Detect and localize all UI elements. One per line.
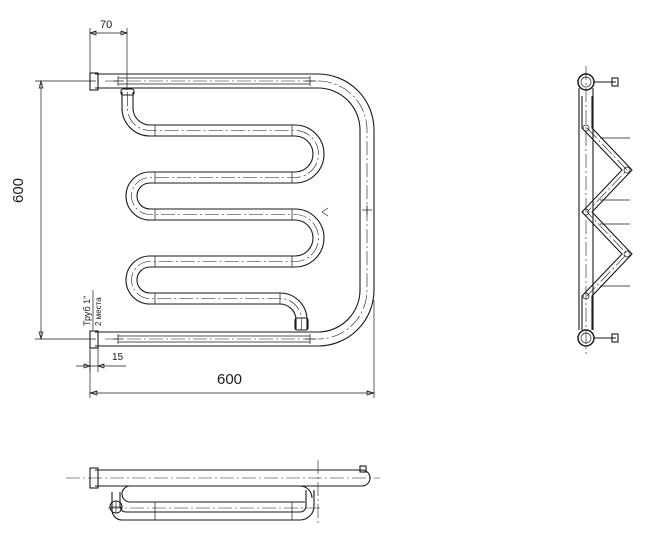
dimension-600-horizontal: 600 bbox=[88, 300, 376, 398]
dim-70-label: 70 bbox=[100, 19, 112, 31]
dimension-70: 70 bbox=[88, 19, 129, 90]
dim-15-label: 15 bbox=[112, 352, 124, 363]
dim-600-vertical-label: 600 bbox=[10, 178, 27, 203]
front-view: 70 600 600 15 Труб 1" 2 места bbox=[10, 19, 376, 398]
pipe-note-line2: 2 места bbox=[94, 297, 103, 326]
top-view bbox=[66, 460, 380, 525]
pipe-note: Труб 1" 2 места bbox=[82, 290, 103, 330]
dimension-600-vertical: 600 bbox=[10, 79, 96, 341]
side-view bbox=[577, 66, 633, 354]
top-pipe bbox=[89, 72, 318, 91]
dim-600-horizontal-label: 600 bbox=[217, 371, 242, 388]
bottom-pipe bbox=[89, 330, 318, 349]
outer-frame-pipe bbox=[317, 73, 375, 347]
dimension-15: 15 bbox=[76, 348, 126, 372]
serpentine-pipe bbox=[120, 88, 329, 331]
pipe-note-line1: Труб 1" bbox=[82, 296, 92, 326]
